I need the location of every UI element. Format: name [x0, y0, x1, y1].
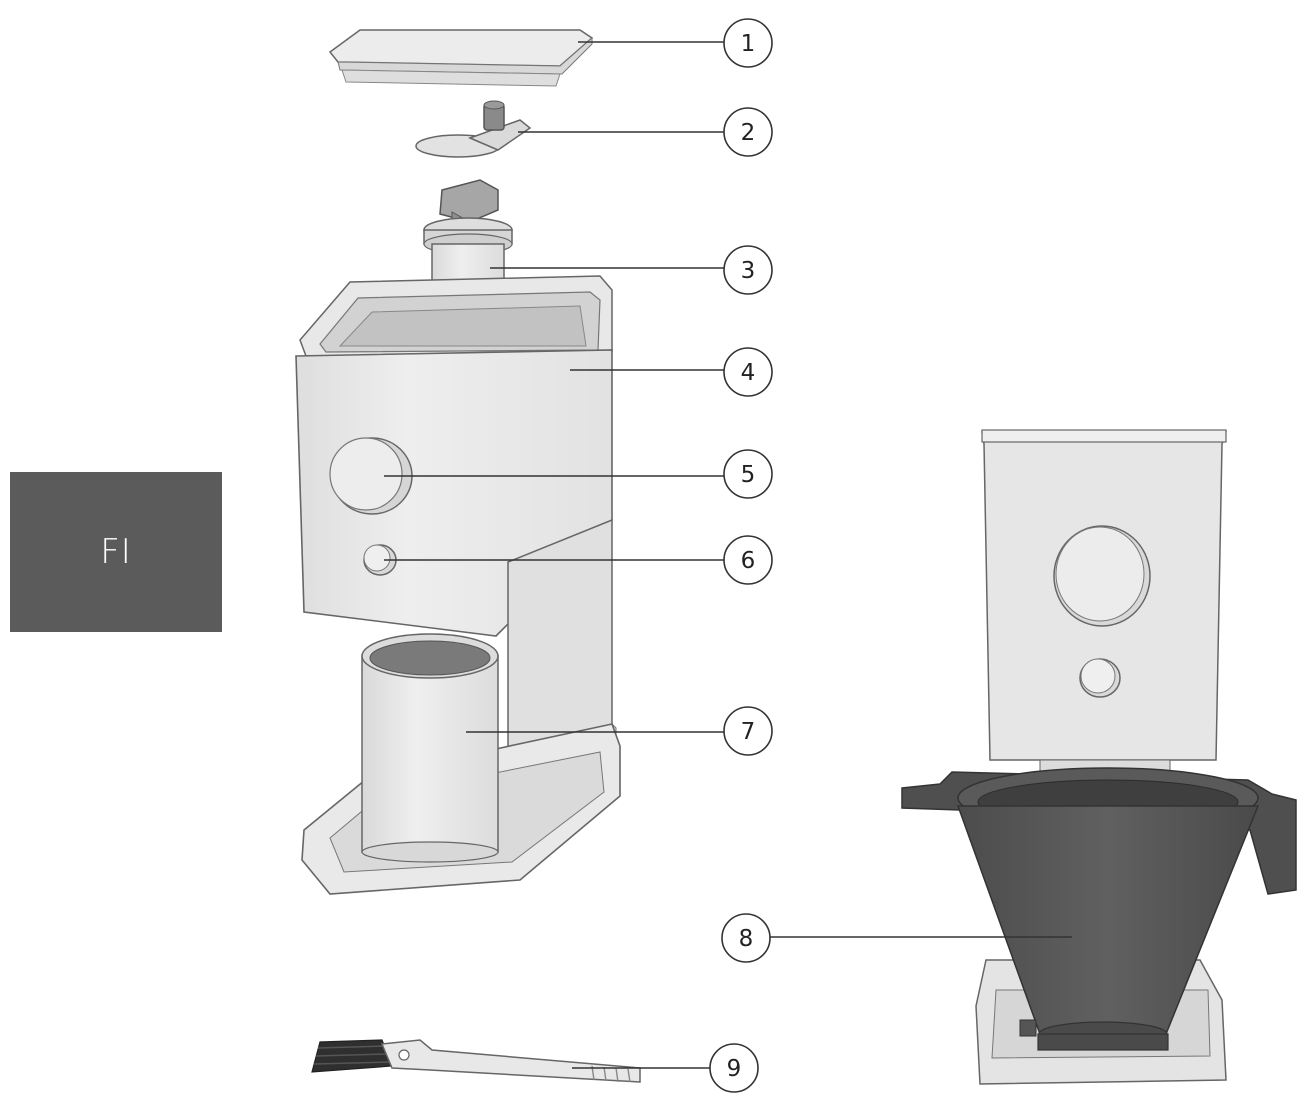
callout-5: 5: [384, 449, 773, 499]
callout-number: 9: [727, 1056, 742, 1082]
callout-circle: [723, 18, 773, 68]
callout-circle: [723, 107, 773, 157]
burr-adjuster-part: [415, 100, 532, 158]
callout-8: 8: [721, 913, 1072, 963]
callout-number: 3: [741, 258, 756, 284]
assembled-grinder-part: [901, 429, 1297, 1085]
grounds-catcher-part: [361, 633, 499, 863]
cleaning-brush-part: [311, 1039, 641, 1083]
callout-9: 9: [572, 1043, 759, 1093]
start-button-part: [363, 544, 397, 576]
callout-circle: [723, 706, 773, 756]
callout-circle: [723, 449, 773, 499]
callout-circle: [723, 245, 773, 295]
callout-number: 4: [741, 360, 756, 386]
callout-number: 6: [741, 548, 756, 574]
callout-layer: 1 2 3 4 5 6 7 8 9: [384, 18, 1072, 1093]
callout-circle: [723, 347, 773, 397]
callout-circle: [709, 1043, 759, 1093]
callout-circle: [723, 535, 773, 585]
language-tab: FI: [10, 472, 222, 632]
lid-part: [328, 29, 594, 87]
callout-number: 2: [741, 120, 756, 146]
callout-4: 4: [570, 347, 773, 397]
callout-number: 5: [741, 462, 756, 488]
grind-dial-part: [329, 437, 413, 515]
callout-1: 1: [578, 18, 773, 68]
callout-number: 8: [739, 926, 754, 952]
language-tab-label: FI: [100, 532, 132, 572]
callout-number: 1: [741, 31, 756, 57]
callout-6: 6: [384, 535, 773, 585]
callout-2: 2: [518, 107, 773, 157]
callout-3: 3: [490, 245, 773, 295]
callout-circle: [721, 913, 771, 963]
callout-7: 7: [466, 706, 773, 756]
callout-number: 7: [741, 719, 756, 745]
